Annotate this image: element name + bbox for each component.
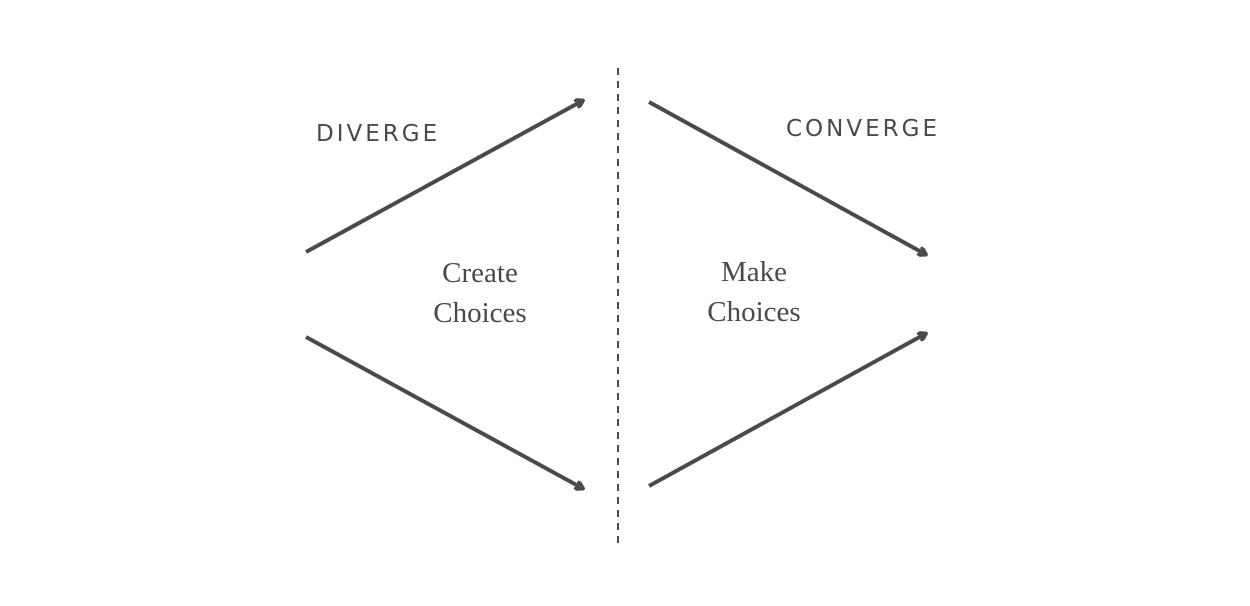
diverge-heading: DIVERGE — [316, 121, 441, 147]
diverge-lower-arrow — [305, 335, 582, 488]
make-choices-line-2: Choices — [707, 296, 801, 328]
create-choices-line-1: Create — [442, 257, 518, 289]
converge-upper-arrow — [648, 100, 925, 254]
create-choices-caption: Create Choices — [380, 253, 580, 333]
create-choices-line-2: Choices — [433, 297, 527, 329]
converge-heading: CONVERGE — [786, 116, 940, 142]
make-choices-caption: Make Choices — [654, 252, 854, 332]
converge-lower-arrow — [648, 334, 925, 488]
make-choices-line-1: Make — [720, 256, 788, 288]
diverge-upper-arrow — [305, 101, 582, 254]
